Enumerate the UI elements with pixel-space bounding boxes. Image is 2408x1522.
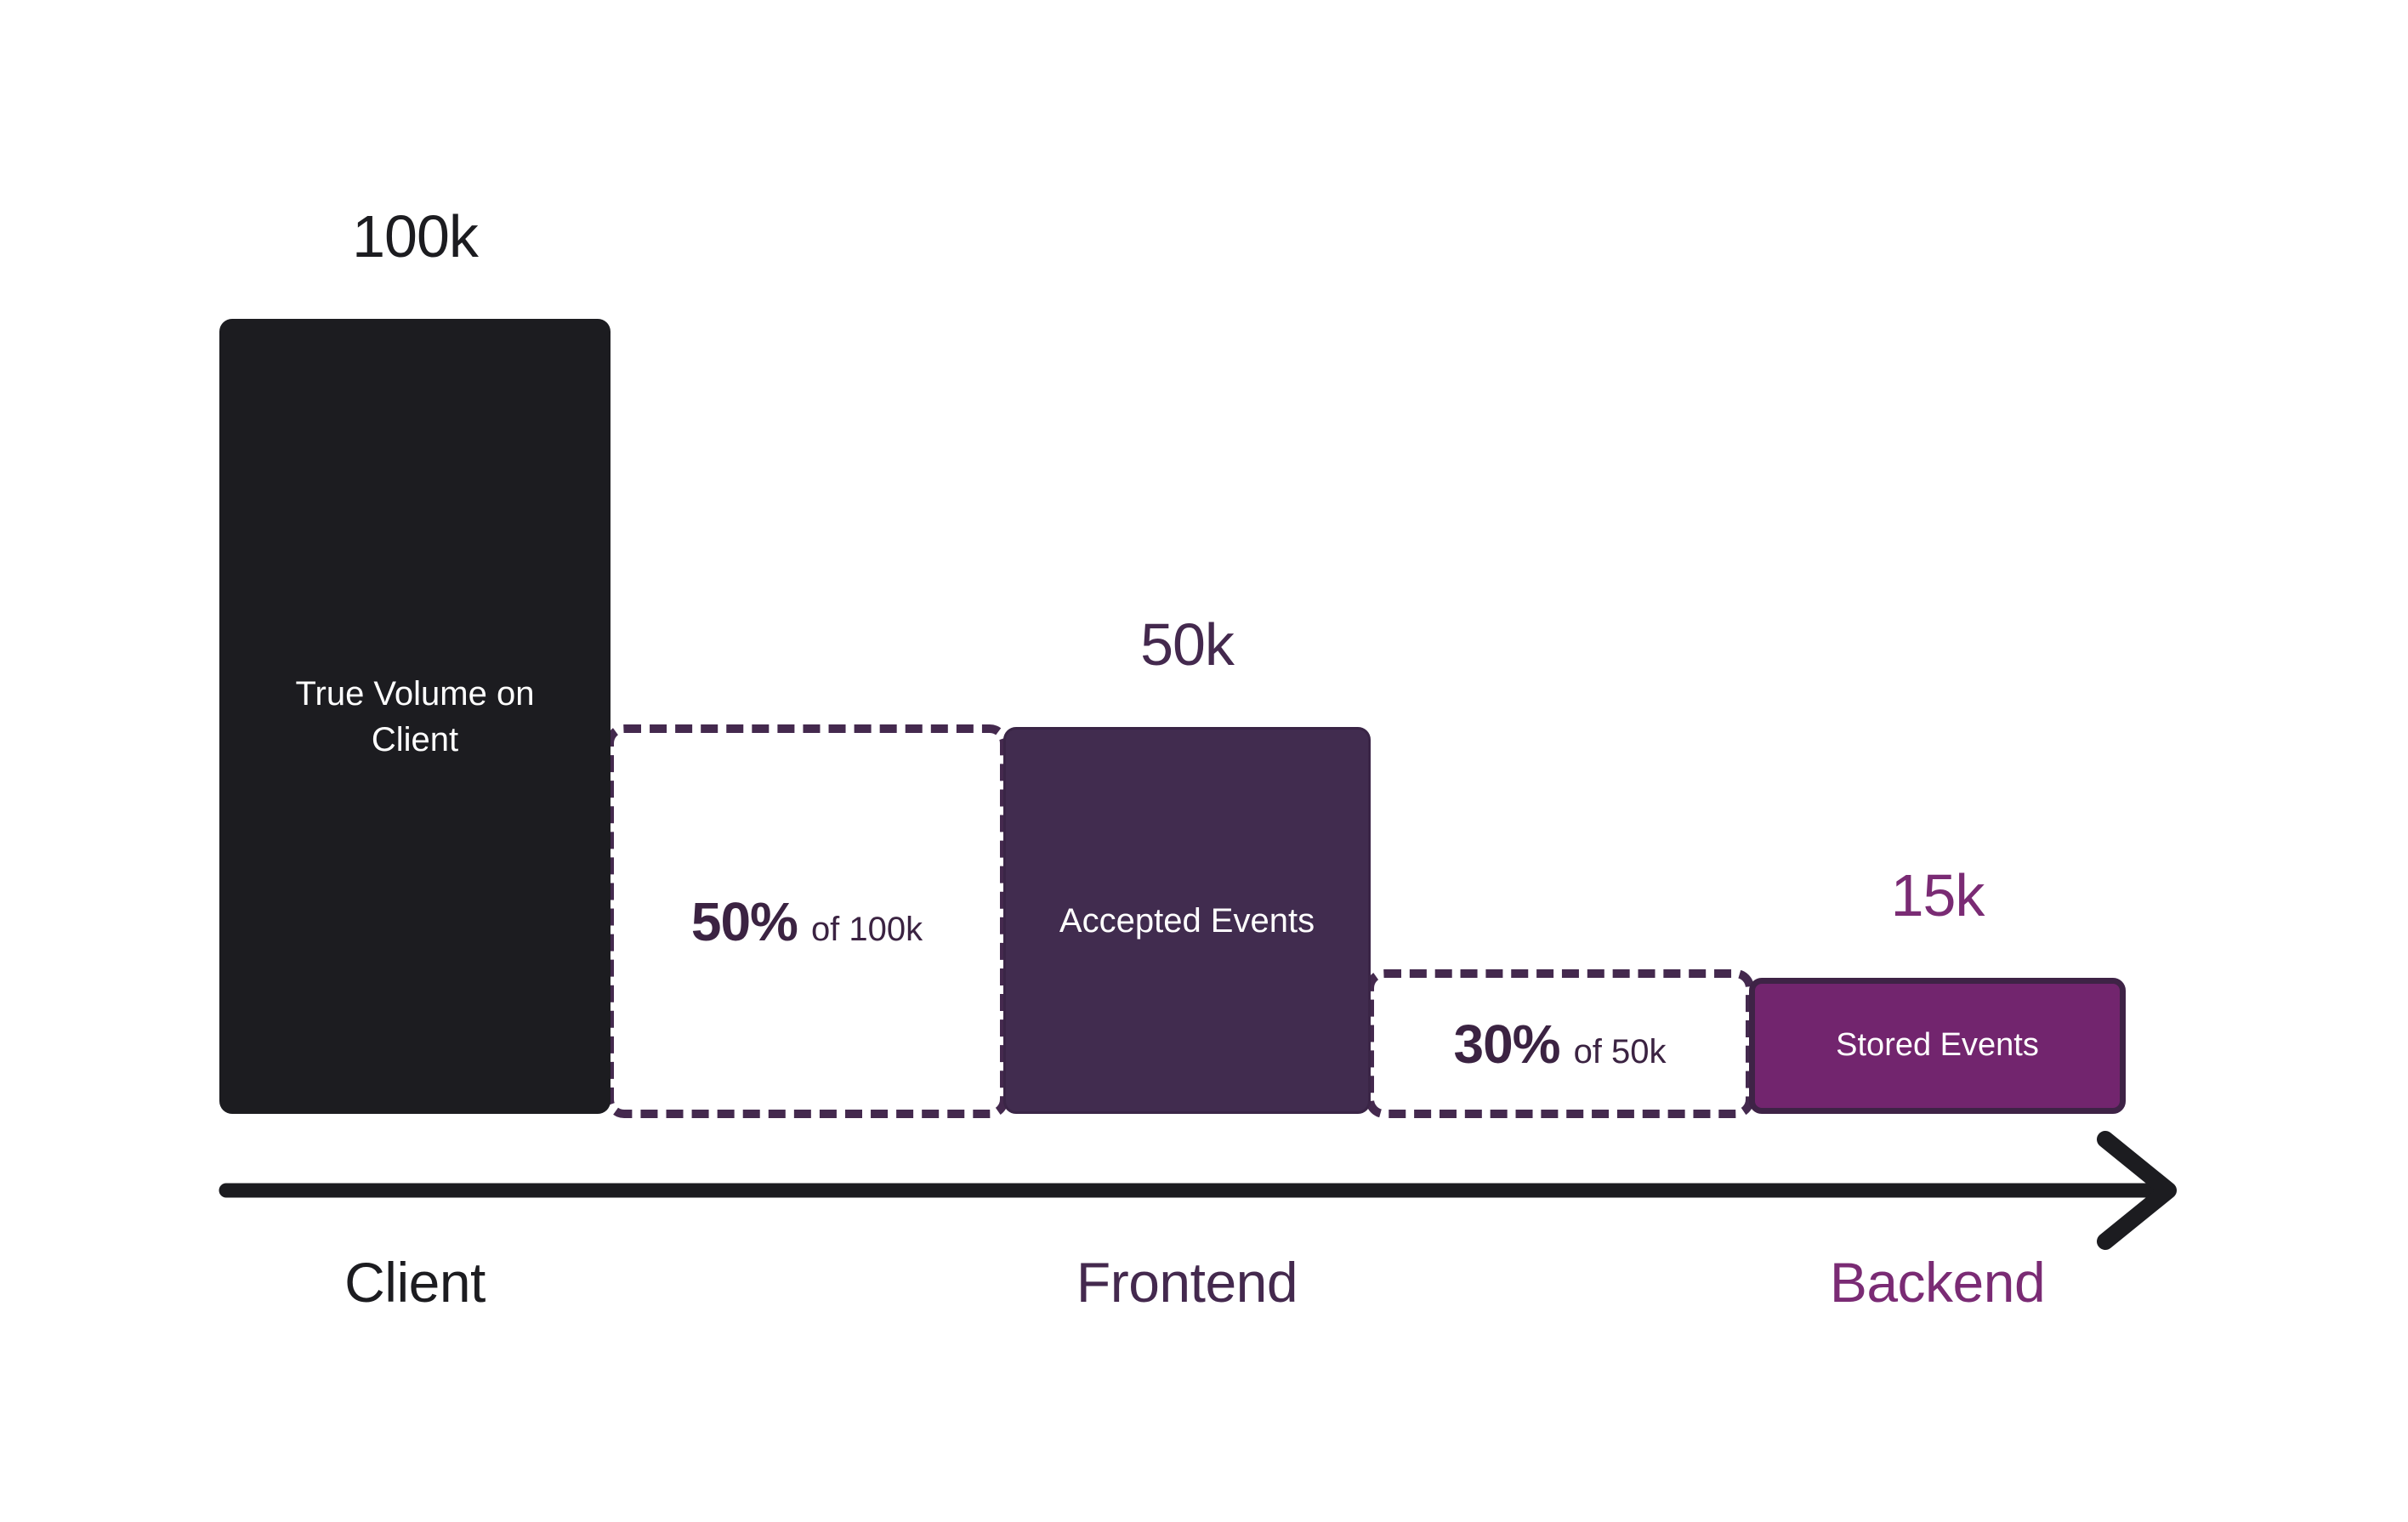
- value-label-frontend: 50k: [1140, 611, 1235, 678]
- bar-client: True Volume on Client: [219, 319, 611, 1114]
- right-arrow-icon: [2097, 1131, 2177, 1250]
- bar-label-backend: Stored Events: [1836, 1027, 2039, 1064]
- axis-label-frontend: Frontend: [1076, 1251, 1298, 1314]
- axis-label-backend: Backend: [1829, 1251, 2046, 1314]
- dropoff-percent-first: 50%: [690, 890, 798, 952]
- dropoff-of-second: of 50k: [1573, 1032, 1667, 1071]
- axis-arrow: [219, 1131, 2177, 1250]
- dropoff-text-first: 50% of 100k: [691, 890, 923, 953]
- bar-backend: Stored Events: [1749, 978, 2126, 1114]
- dropoff-box-client-to-frontend: 50% of 100k: [605, 724, 1008, 1118]
- dropoff-percent-second: 30%: [1453, 1013, 1560, 1075]
- dropoff-text-second: 30% of 50k: [1453, 1013, 1666, 1076]
- dropoff-box-frontend-to-backend: 30% of 50k: [1366, 969, 1754, 1118]
- value-label-backend: 15k: [1890, 862, 1985, 929]
- bar-frontend: Accepted Events: [1003, 727, 1371, 1114]
- axis-label-client: Client: [344, 1251, 486, 1314]
- bar-label-client: True Volume on Client: [295, 674, 535, 758]
- dropoff-of-first: of 100k: [810, 910, 923, 948]
- value-label-client: 100k: [352, 203, 479, 270]
- bar-label-frontend: Accepted Events: [1059, 901, 1315, 940]
